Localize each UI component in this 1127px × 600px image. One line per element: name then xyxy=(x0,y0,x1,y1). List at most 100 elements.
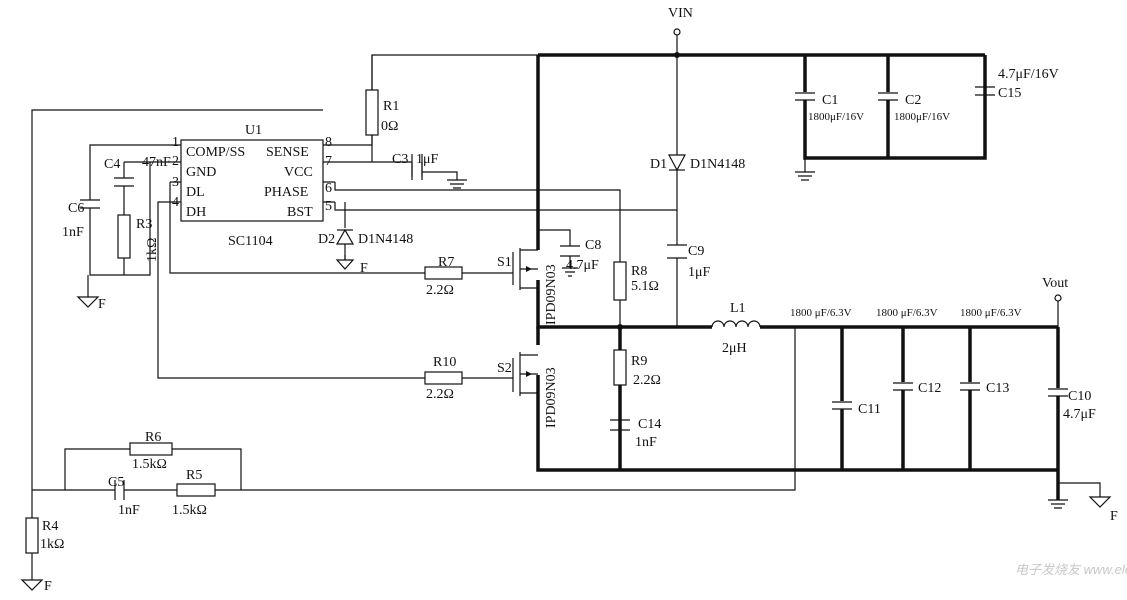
dh-pin: DH xyxy=(186,205,206,220)
c10-label: C10 xyxy=(1068,389,1091,404)
capacitor-c13 xyxy=(960,382,980,391)
capacitor-c3 xyxy=(411,154,423,180)
bst-pin: BST xyxy=(287,205,313,220)
capacitor-c5 xyxy=(114,480,125,500)
capacitor-c6 xyxy=(80,199,100,215)
c11-label: C11 xyxy=(858,402,881,417)
resistor-r5 xyxy=(176,483,216,497)
capacitor-c9 xyxy=(667,244,687,259)
r3-value: 1kΩ xyxy=(145,238,160,262)
ground-symbol-vin xyxy=(795,158,815,181)
r3-label: R3 xyxy=(136,217,152,232)
labels: VIN Vout U1 SC1104 1 2 3 4 5 6 7 8 COMP/… xyxy=(40,6,1127,594)
diode-d1 xyxy=(668,154,686,172)
sense-pin: SENSE xyxy=(266,145,309,160)
r6-label: R6 xyxy=(145,430,161,445)
vout-terminal xyxy=(1054,294,1062,302)
r7-label: R7 xyxy=(438,255,454,270)
junction-dots xyxy=(617,52,680,330)
c8-value: 4.7μF xyxy=(566,258,599,273)
ground-symbol xyxy=(447,179,467,189)
u1-part: SC1104 xyxy=(228,234,273,249)
signal-wires xyxy=(31,32,1101,580)
c6-value: 1nF xyxy=(62,225,84,240)
r7-value: 2.2Ω xyxy=(426,283,454,298)
vin-terminal xyxy=(673,28,681,36)
c3-value: 1μF xyxy=(416,152,439,167)
c9-label: C9 xyxy=(688,244,704,259)
c10-value: 4.7μF xyxy=(1063,407,1096,422)
gnd-f-4: F xyxy=(44,579,52,594)
c2-value: 1800μF/16V xyxy=(894,111,950,123)
pin7-label: 7 xyxy=(325,154,332,169)
c1-label: C1 xyxy=(822,93,838,108)
capacitor-c2 xyxy=(878,92,898,101)
l1-value: 2μH xyxy=(722,341,747,356)
resistor-r4 xyxy=(25,517,39,554)
dl-pin: DL xyxy=(186,185,205,200)
pin3-label: 3 xyxy=(172,175,179,190)
c15-label: C15 xyxy=(998,86,1021,101)
c3-label: C3 xyxy=(392,152,408,167)
d1-label: D1 xyxy=(650,157,667,172)
r9-label: R9 xyxy=(631,354,647,369)
inductor-l1 xyxy=(711,320,761,328)
diode-d2 xyxy=(335,228,355,270)
r4-value: 1kΩ xyxy=(40,537,64,552)
capacitor-c4 xyxy=(114,177,134,187)
capacitor-c10 xyxy=(1048,388,1068,397)
c11-value: 1800 μF/6.3V xyxy=(790,307,852,319)
pin8-label: 8 xyxy=(325,135,332,150)
r8-label: R8 xyxy=(631,264,647,279)
resistor-r3 xyxy=(117,214,131,259)
ground-symbol-vout xyxy=(1048,496,1112,509)
gnd-f-3: F xyxy=(1110,509,1118,524)
vin-label: VIN xyxy=(668,6,693,21)
pin1-label: 1 xyxy=(172,135,179,150)
r1-value: 0Ω xyxy=(381,119,398,134)
d2-part: D1N4148 xyxy=(358,232,413,247)
resistor-r6 xyxy=(129,442,173,456)
pin4-label: 4 xyxy=(172,195,179,210)
c13-label: C13 xyxy=(986,381,1009,396)
comp-ss-pin: COMP/SS xyxy=(186,145,245,160)
pin6-label: 6 xyxy=(325,181,332,196)
r9-value: 2.2Ω xyxy=(633,373,661,388)
resistor-r7 xyxy=(424,266,463,280)
phase-pin: PHASE xyxy=(264,185,308,200)
s2-label: S2 xyxy=(497,361,512,376)
vout-label: Vout xyxy=(1042,276,1068,291)
c6-label: C6 xyxy=(68,201,84,216)
pin5-label: 5 xyxy=(325,199,332,214)
r6-value: 1.5kΩ xyxy=(132,457,167,472)
c13-value: 1800 μF/6.3V xyxy=(960,307,1022,319)
resistor-r1 xyxy=(365,89,379,136)
c12-label: C12 xyxy=(918,381,941,396)
capacitor-c1 xyxy=(795,92,815,101)
c12-value: 1800 μF/6.3V xyxy=(876,307,938,319)
r5-value: 1.5kΩ xyxy=(172,503,207,518)
c1-value: 1800μF/16V xyxy=(808,111,864,123)
mosfet-s2 xyxy=(512,352,538,396)
r4-label: R4 xyxy=(42,519,58,534)
s1-label: S1 xyxy=(497,255,512,270)
capacitor-c11 xyxy=(832,401,852,410)
gnd-f-2: F xyxy=(360,261,368,276)
c14-label: C14 xyxy=(638,417,661,432)
watermark-text: 电子发烧友 www.elecfans.com xyxy=(1015,562,1127,577)
c5-label: C5 xyxy=(108,475,124,490)
gnd-f-1: F xyxy=(98,297,106,312)
ground-f-symbol xyxy=(76,296,100,308)
ic-u1 xyxy=(170,139,335,222)
resistor-r8 xyxy=(613,261,627,301)
capacitor-c15 xyxy=(975,86,995,96)
r1-label: R1 xyxy=(383,99,399,114)
r10-value: 2.2Ω xyxy=(426,387,454,402)
l1-label: L1 xyxy=(730,301,746,316)
resistor-r10 xyxy=(424,371,463,385)
c4-label: C4 xyxy=(104,157,120,172)
u1-label: U1 xyxy=(245,123,262,138)
s1-part: IPD09N03 xyxy=(544,264,559,325)
c2-label: C2 xyxy=(905,93,921,108)
